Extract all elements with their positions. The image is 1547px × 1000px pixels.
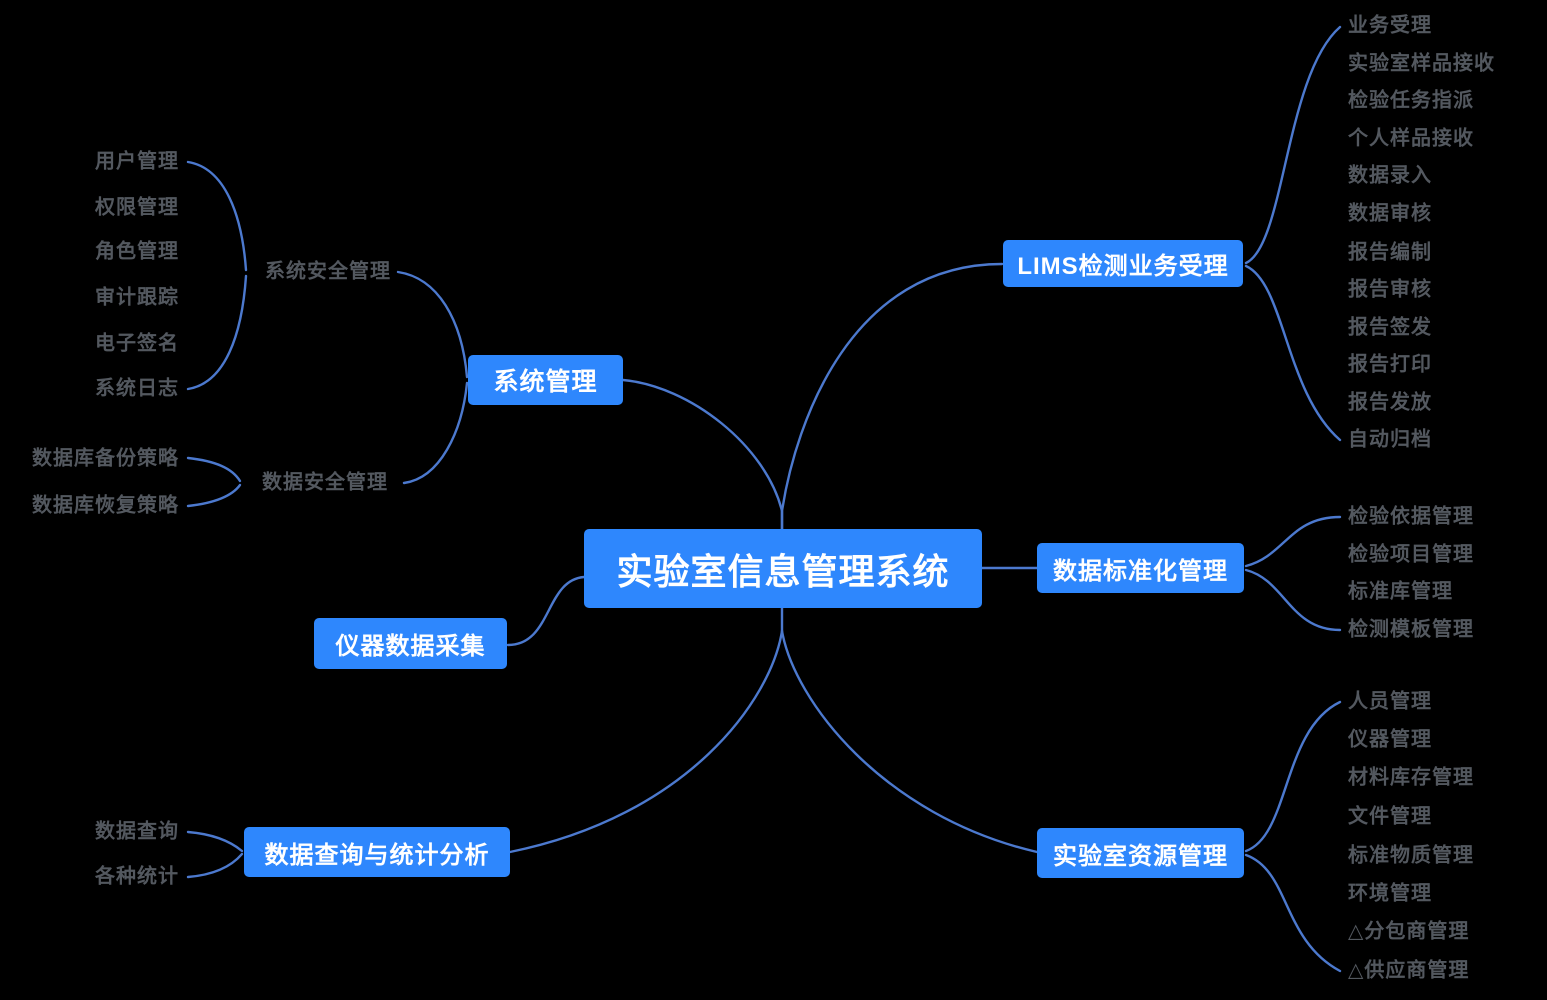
leaf-db-restore-policy[interactable]: 数据库恢复策略	[32, 494, 179, 517]
leaf-data-review[interactable]: 数据审核	[1348, 202, 1432, 225]
leaf-system-log[interactable]: 系统日志	[95, 377, 179, 400]
connector-root-to-querystats	[508, 629, 784, 854]
leaf-material-inventory-management[interactable]: 材料库存管理	[1348, 766, 1474, 789]
connector-resource-first-child	[1244, 700, 1342, 853]
connector-sysmgmt-to-root	[621, 378, 784, 531]
node-data-standardization[interactable]: 数据标准化管理	[1037, 543, 1244, 593]
connector-root-to-lims	[780, 262, 1004, 531]
connector-datasec-first-child	[186, 456, 242, 483]
leaf-various-statistics[interactable]: 各种统计	[95, 865, 179, 888]
connector-syssec-first-child	[186, 160, 248, 272]
leaf-report-compilation[interactable]: 报告编制	[1348, 241, 1432, 264]
leaf-lab-sample-receiving[interactable]: 实验室样品接收	[1348, 52, 1495, 75]
leaf-role-management[interactable]: 角色管理	[95, 240, 179, 263]
connector-lims-first-child	[1244, 25, 1342, 265]
node-lims-business-acceptance[interactable]: LIMS检测业务受理	[1003, 240, 1243, 287]
node-lab-resource-management[interactable]: 实验室资源管理	[1037, 828, 1244, 878]
leaf-supplier-management[interactable]: △供应商管理	[1348, 959, 1470, 982]
connector-lims-last-child	[1244, 264, 1342, 442]
connector-syssec-last-child	[186, 274, 248, 391]
leaf-subcontractor-management[interactable]: △分包商管理	[1348, 920, 1470, 943]
leaf-data-query[interactable]: 数据查询	[95, 820, 179, 843]
connector-query-last-child	[186, 852, 244, 879]
connector-datasec-last-child	[186, 483, 242, 508]
leaf-report-review[interactable]: 报告审核	[1348, 278, 1432, 301]
node-data-security-management[interactable]: 数据安全管理	[262, 471, 388, 494]
node-instrument-data-collection[interactable]: 仪器数据采集	[314, 618, 507, 669]
leaf-inspection-item-management[interactable]: 检验项目管理	[1348, 543, 1474, 566]
node-data-query-statistics[interactable]: 数据查询与统计分析	[244, 827, 510, 877]
connector-standard-first-child	[1244, 515, 1342, 568]
connector-datasec-to-sysmgmt	[402, 381, 469, 485]
leaf-data-entry[interactable]: 数据录入	[1348, 164, 1432, 187]
leaf-inspection-basis-management[interactable]: 检验依据管理	[1348, 505, 1474, 528]
leaf-instrument-management[interactable]: 仪器管理	[1348, 728, 1432, 751]
connector-syssec-to-sysmgmt	[396, 270, 469, 379]
node-root[interactable]: 实验室信息管理系统	[584, 529, 982, 608]
leaf-reference-material-management[interactable]: 标准物质管理	[1348, 844, 1474, 867]
leaf-db-backup-policy[interactable]: 数据库备份策略	[32, 447, 179, 470]
connector-root-to-resource	[780, 629, 1039, 854]
leaf-user-management[interactable]: 用户管理	[95, 150, 179, 173]
connector-standard-last-child	[1244, 568, 1342, 632]
node-system-management[interactable]: 系统管理	[468, 355, 623, 405]
connector-root-to-instrument	[506, 575, 586, 647]
connector-resource-last-child	[1244, 853, 1342, 973]
connector-query-first-child	[186, 830, 244, 853]
leaf-business-acceptance[interactable]: 业务受理	[1348, 14, 1432, 37]
leaf-document-management[interactable]: 文件管理	[1348, 805, 1432, 828]
leaf-electronic-signature[interactable]: 电子签名	[95, 332, 179, 355]
leaf-auto-archiving[interactable]: 自动归档	[1348, 428, 1432, 451]
leaf-report-printing[interactable]: 报告打印	[1348, 353, 1432, 376]
leaf-personnel-management[interactable]: 人员管理	[1348, 690, 1432, 713]
leaf-personal-sample-receiving[interactable]: 个人样品接收	[1348, 127, 1474, 150]
leaf-report-distribution[interactable]: 报告发放	[1348, 391, 1432, 414]
leaf-audit-trail[interactable]: 审计跟踪	[95, 286, 179, 309]
leaf-report-signing[interactable]: 报告签发	[1348, 316, 1432, 339]
leaf-test-template-management[interactable]: 检测模板管理	[1348, 618, 1474, 641]
node-system-security-management[interactable]: 系统安全管理	[265, 260, 391, 283]
leaf-permission-management[interactable]: 权限管理	[95, 196, 179, 219]
leaf-standard-library-management[interactable]: 标准库管理	[1348, 580, 1453, 603]
leaf-environment-management[interactable]: 环境管理	[1348, 882, 1432, 905]
leaf-inspection-task-assignment[interactable]: 检验任务指派	[1348, 89, 1474, 112]
